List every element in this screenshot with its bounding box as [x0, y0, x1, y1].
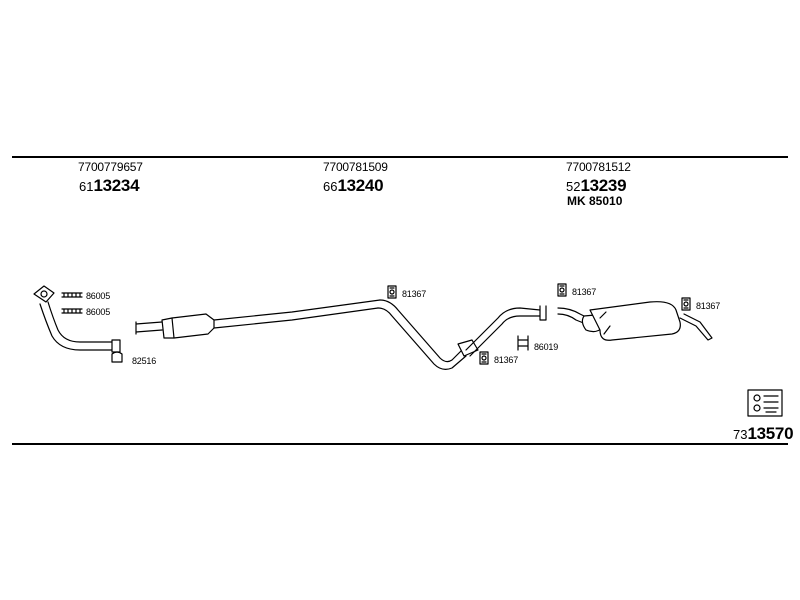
assembly-number-prefix: 73: [733, 427, 748, 442]
callout-hanger-81367-a: 81367: [402, 289, 427, 299]
part-3-number: 5213239: [566, 176, 627, 195]
part-2-number-prefix: 66: [323, 179, 338, 194]
assembly-number-main: 13570: [747, 424, 794, 443]
bolt-86005-a: [61, 292, 83, 298]
part-2-oe-number: 7700781509: [323, 160, 388, 174]
assembly-number: 7313570: [733, 424, 794, 443]
callout-hanger-81367-b: 81367: [494, 355, 519, 365]
part-1-oe-number: 7700779657: [78, 160, 143, 174]
callout-clamp-82516: 82516: [132, 356, 157, 366]
top-rule: [12, 156, 788, 158]
middle-silencer-pipe: [135, 299, 547, 370]
callout-bolt-86005-b: 86005: [86, 307, 111, 317]
callout-hanger-81367-d: 81367: [696, 301, 721, 311]
bolt-86005-b: [61, 308, 83, 314]
part-2-number-main: 13240: [337, 176, 384, 195]
hanger-81367-d: [681, 297, 691, 311]
bottom-rule: [12, 443, 788, 445]
clamp-86019: [517, 335, 529, 351]
part-1-number-main: 13234: [93, 176, 140, 195]
hanger-81367-c: [557, 283, 567, 297]
part-2-number: 6613240: [323, 176, 384, 195]
part-1-number: 6113234: [79, 176, 140, 195]
kit-symbol-icon: [747, 389, 783, 417]
clamp-82516: [111, 351, 123, 363]
hanger-81367-a: [387, 285, 397, 299]
part-1-number-prefix: 61: [79, 179, 94, 194]
part-3-oe-number: 7700781512: [566, 160, 631, 174]
rear-silencer: [557, 301, 713, 341]
front-pipe: [33, 285, 121, 353]
callout-clamp-86019: 86019: [534, 342, 559, 352]
part-3-number-main: 13239: [580, 176, 627, 195]
part-3-kit-number: MK 85010: [567, 194, 623, 208]
part-3-number-prefix: 52: [566, 179, 581, 194]
callout-hanger-81367-c: 81367: [572, 287, 597, 297]
callout-bolt-86005-a: 86005: [86, 291, 111, 301]
hanger-81367-b: [479, 351, 489, 365]
